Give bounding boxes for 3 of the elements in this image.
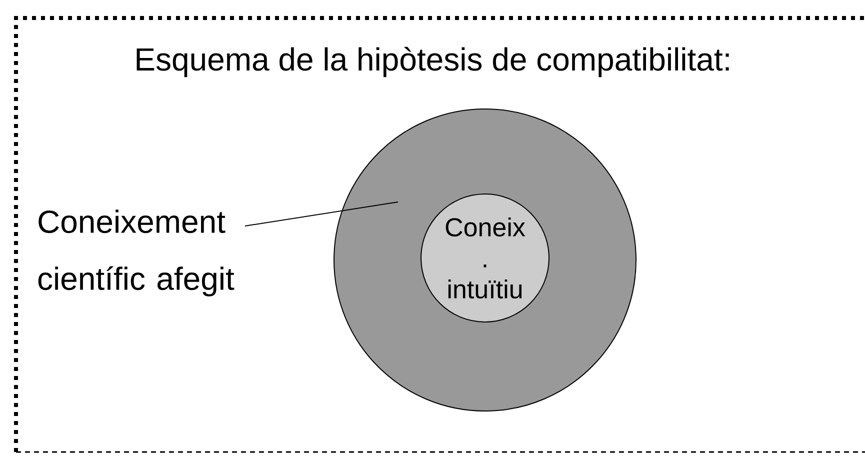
label-text: Coneixement científic afegit <box>38 210 234 296</box>
title: Esquema de la hipòtesis de compatibilitat: <box>136 46 729 78</box>
leader-line <box>244 202 398 226</box>
